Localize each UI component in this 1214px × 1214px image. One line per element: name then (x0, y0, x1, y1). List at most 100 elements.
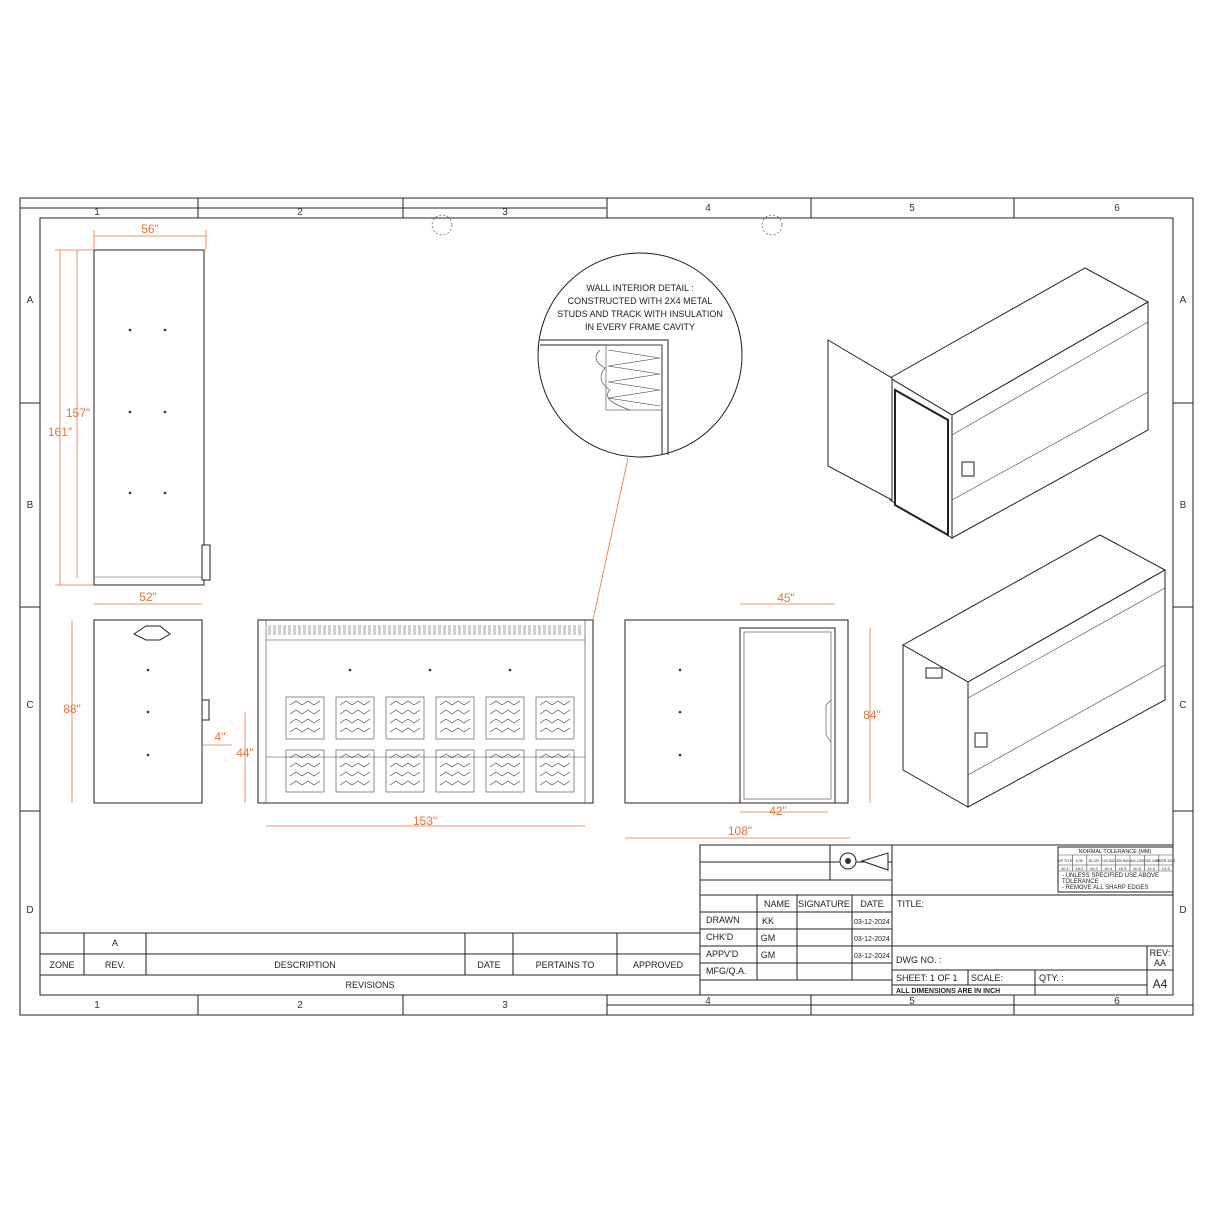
tolerance-range: OVER 2400 (1156, 859, 1175, 863)
vent-panel (535, 749, 575, 793)
tolerance-value: ±0.8 (1133, 866, 1142, 871)
row-role: CHK'D (706, 932, 734, 942)
row-role: DRAWN (706, 915, 740, 925)
tolerance-range: 1200 2400 (1143, 859, 1160, 863)
rev-header-date: DATE (477, 960, 500, 970)
qty-label: QTY. : (1039, 973, 1064, 983)
grid-column-2: 2 (297, 1000, 303, 1011)
front-view: 44" 153" (236, 619, 594, 828)
grid-row-A: A (1180, 295, 1187, 306)
dim-side-width: 56" (141, 222, 159, 236)
dim-front-length: 153" (413, 814, 437, 828)
dim-end-width: 52" (139, 590, 157, 604)
grid-column-6: 6 (1114, 203, 1120, 214)
dim-end-offset: 4" (215, 730, 226, 744)
grid-column-6: 6 (1114, 996, 1120, 1007)
grid-row-B: B (1180, 500, 1187, 511)
grid-column-5: 5 (909, 203, 915, 214)
rev-header-zone: ZONE (49, 960, 74, 970)
scale-label: SCALE: (971, 973, 1003, 983)
tolerance-value: ±1.0 (1148, 866, 1157, 871)
tolerance-value: ±0.2 (1076, 866, 1085, 871)
revisions-label: REVISIONS (345, 980, 394, 990)
grid-row-D: D (1179, 905, 1186, 916)
isometric-view-closed (901, 534, 1167, 808)
rev-value: AA (1154, 958, 1166, 968)
detail-line-3: STUDS AND TRACK WITH INSULATION (557, 309, 723, 319)
dim-door-width: 45" (777, 591, 795, 605)
row-role: MFG/Q.A. (706, 966, 747, 976)
tolerance-value: ±0.4 (1104, 866, 1113, 871)
revisions-table: A ZONE REV. DESCRIPTION DATE PERTAINS TO… (39, 932, 701, 996)
tolerance-range: UP TO 6 (1058, 859, 1071, 863)
grid-column-1: 1 (94, 207, 100, 218)
tolerance-value: ±0.5 (1119, 866, 1128, 871)
tolerance-range: 6 30 (1076, 859, 1083, 863)
dim-side-height-outer: 161" (48, 425, 72, 439)
rev-header-rev: REV. (105, 960, 125, 970)
grid-column-3: 3 (502, 1000, 508, 1011)
header-date: DATE (860, 899, 883, 909)
vent-panel (385, 696, 425, 740)
sheet-label: SHEET: 1 OF 1 (896, 973, 958, 983)
title-label: TITLE: (897, 899, 924, 909)
vent-panel (435, 749, 475, 793)
tolerance-range: 120 300 (1102, 859, 1115, 863)
rev-header-pertains: PERTAINS TO (536, 960, 595, 970)
vent-panel (335, 749, 375, 793)
grid-column-5: 5 (909, 996, 915, 1007)
row-role: APPV'D (706, 949, 739, 959)
tolerance-value: ±0.1 (1061, 866, 1070, 871)
tolerance-range: 30 120 (1088, 859, 1099, 863)
vent-panel (285, 749, 325, 793)
detail-line-1: WALL INTERIOR DETAIL : (586, 283, 693, 293)
tolerance-note-1: - UNLESS SPECIFIED USE ABOVE (1062, 873, 1159, 879)
row-date: 03-12-2024 (854, 936, 890, 943)
vent-panel (335, 696, 375, 740)
row-date: 03-12-2024 (854, 919, 890, 926)
sheet-size: A4 (1153, 977, 1168, 991)
isometric-view-open (827, 267, 1150, 539)
vent-panel (535, 696, 575, 740)
vent-panel (485, 749, 525, 793)
rev-header-description: DESCRIPTION (274, 960, 336, 970)
dim-front-height: 44" (236, 746, 254, 760)
side-view: 56" 157" 161" (48, 222, 211, 586)
grid-column-2: 2 (297, 207, 303, 218)
row-name: GM (761, 933, 776, 943)
dim-side-height-inner: 157" (66, 406, 90, 420)
units-note: ALL DIMENSIONS ARE IN INCH (896, 988, 1000, 995)
rev-label: REV: (1150, 948, 1171, 958)
vent-panel (435, 696, 475, 740)
revision-value: A (112, 938, 118, 948)
grid-row-C: C (26, 700, 33, 711)
dwg-no-label: DWG NO. : (896, 955, 942, 965)
detail-line-4: IN EVERY FRAME CAVITY (585, 322, 695, 332)
grid-column-3: 3 (502, 207, 508, 218)
grid-row-B: B (27, 500, 34, 511)
tolerance-note-3: - REMOVE ALL SHARP EDGES (1062, 885, 1148, 891)
grid-dividers (20, 198, 1193, 1015)
door-view: 45" 84" 42" 108" (624, 591, 881, 839)
grid-row-A: A (27, 295, 34, 306)
dim-end-height: 88" (63, 702, 81, 716)
row-date: 03-12-2024 (854, 953, 890, 960)
detail-line-2: CONSTRUCTED WITH 2X4 METAL (568, 296, 713, 306)
vent-panel (285, 696, 325, 740)
dim-rear-length: 108" (728, 824, 752, 838)
tolerance-title: NORMAL TOLERANCE (MM) (1079, 849, 1152, 855)
wall-detail: WALL INTERIOR DETAIL : CONSTRUCTED WITH … (537, 252, 743, 621)
dim-door-bottom: 42" (769, 804, 787, 818)
grid-row-D: D (26, 905, 33, 916)
header-name: NAME (764, 899, 790, 909)
grid-column-1: 1 (94, 1000, 100, 1011)
dim-door-height: 84" (863, 708, 881, 722)
grid-row-C: C (1179, 700, 1186, 711)
grid-column-4: 4 (705, 203, 711, 214)
header-signature: SIGNATURE (798, 899, 850, 909)
tolerance-range: 600 1200 (1130, 859, 1145, 863)
end-view: 52" 88" 4" (63, 590, 232, 804)
rev-header-approved: APPROVED (633, 960, 684, 970)
